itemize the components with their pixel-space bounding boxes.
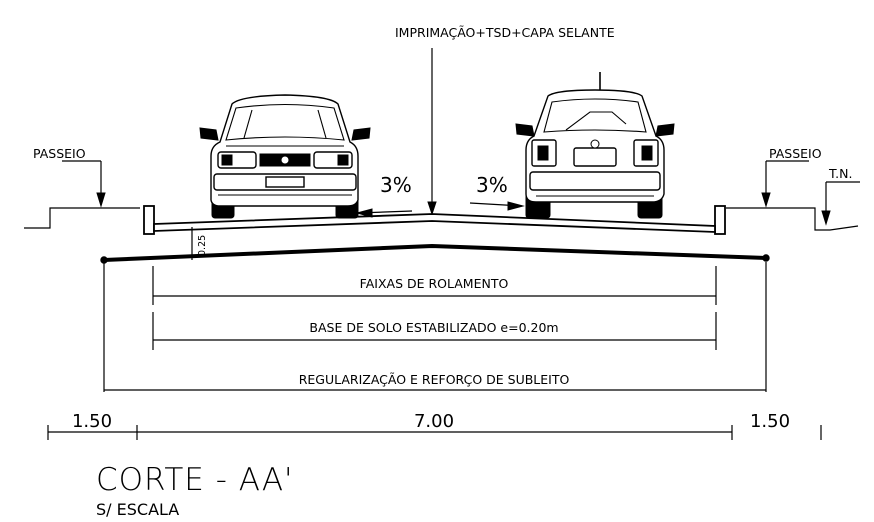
surface-note-label: IMPRIMAÇÃO+TSD+CAPA SELANTE: [395, 25, 615, 40]
subgrade-line: [100, 243, 770, 264]
car-front-lamp-right: [337, 154, 349, 166]
right-sidewalk-profile: [726, 207, 859, 231]
layer-base-label: BASE DE SOLO ESTABILIZADO e=0.20m: [309, 320, 558, 335]
section-title: CORTE - AA': [96, 462, 294, 498]
slope-left-label: 3%: [380, 173, 412, 197]
subgrade-profile: [103, 243, 767, 262]
car-rear-lamp-left: [537, 145, 549, 161]
layer-subgrade-label: REGULARIZAÇÃO E REFORÇO DE SUBLEITO: [299, 372, 570, 387]
pavement-surface: [153, 213, 716, 233]
left-sidewalk-arrowhead: [96, 192, 106, 208]
layer-base: BASE DE SOLO ESTABILIZADO e=0.20m: [152, 312, 717, 350]
car-rear-illustration: [515, 72, 675, 219]
car-rear-wiper: [565, 111, 627, 131]
slope-right-label: 3%: [476, 173, 508, 197]
dimension-center-label: 7.00: [414, 411, 454, 432]
pavement-layer: [153, 213, 716, 233]
layer-lanes-label: FAIXAS DE ROLAMENTO: [360, 276, 509, 291]
slope-left: 3%: [355, 173, 413, 218]
right-sidewalk-label: PASSEIO: [769, 146, 822, 161]
slope-left-arrowhead: [355, 208, 373, 218]
layer-lanes: FAIXAS DE ROLAMENTO: [152, 266, 717, 305]
curb-depth-label: 0.25: [197, 235, 208, 256]
terrain-label: T.N.: [828, 166, 852, 181]
car-rear-window: [543, 98, 647, 133]
drawing-title: CORTE - AA' S/ ESCALA: [96, 462, 294, 519]
car-front-emblem: [280, 155, 290, 165]
car-rear-lamp-right: [641, 145, 653, 161]
car-front-plate: [265, 176, 305, 188]
car-rear-bumper: [529, 171, 661, 191]
car-front-reflection-2: [317, 109, 327, 139]
dimension-right-label: 1.50: [750, 411, 790, 432]
slope-right: 3%: [469, 173, 525, 211]
left-sidewalk: PASSEIO: [24, 146, 155, 235]
car-rear-mirror-right: [655, 123, 675, 137]
car-front-mirror-right: [351, 127, 371, 141]
scale-note: S/ ESCALA: [96, 500, 179, 519]
surface-note-callout: IMPRIMAÇÃO+TSD+CAPA SELANTE: [395, 25, 615, 216]
car-rear-emblem: [590, 139, 600, 149]
slope-right-arrowhead: [507, 201, 525, 211]
dimension-left-label: 1.50: [72, 411, 112, 432]
car-front-illustration: [199, 94, 371, 219]
right-sidewalk-arrowhead: [761, 192, 771, 208]
subgrade-end-right: [762, 254, 770, 262]
left-curb: [143, 205, 155, 235]
car-rear-mirror-left: [515, 123, 535, 137]
car-rear-plate: [573, 147, 617, 167]
terrain-arrowhead: [821, 210, 831, 226]
layer-subgrade: REGULARIZAÇÃO E REFORÇO DE SUBLEITO: [103, 262, 767, 392]
surface-note-arrowhead: [427, 201, 437, 216]
left-sidewalk-label: PASSEIO: [33, 146, 86, 161]
right-curb: [714, 205, 726, 235]
car-front-reflection-1: [243, 109, 253, 139]
dimension-line: 1.50 7.00 1.50: [47, 411, 822, 440]
car-front-lamp-left: [221, 154, 233, 166]
left-sidewalk-profile: [24, 207, 140, 229]
car-front-mirror-left: [199, 127, 219, 141]
right-sidewalk: PASSEIO T.N.: [714, 146, 860, 235]
car-front-windshield: [225, 103, 345, 141]
